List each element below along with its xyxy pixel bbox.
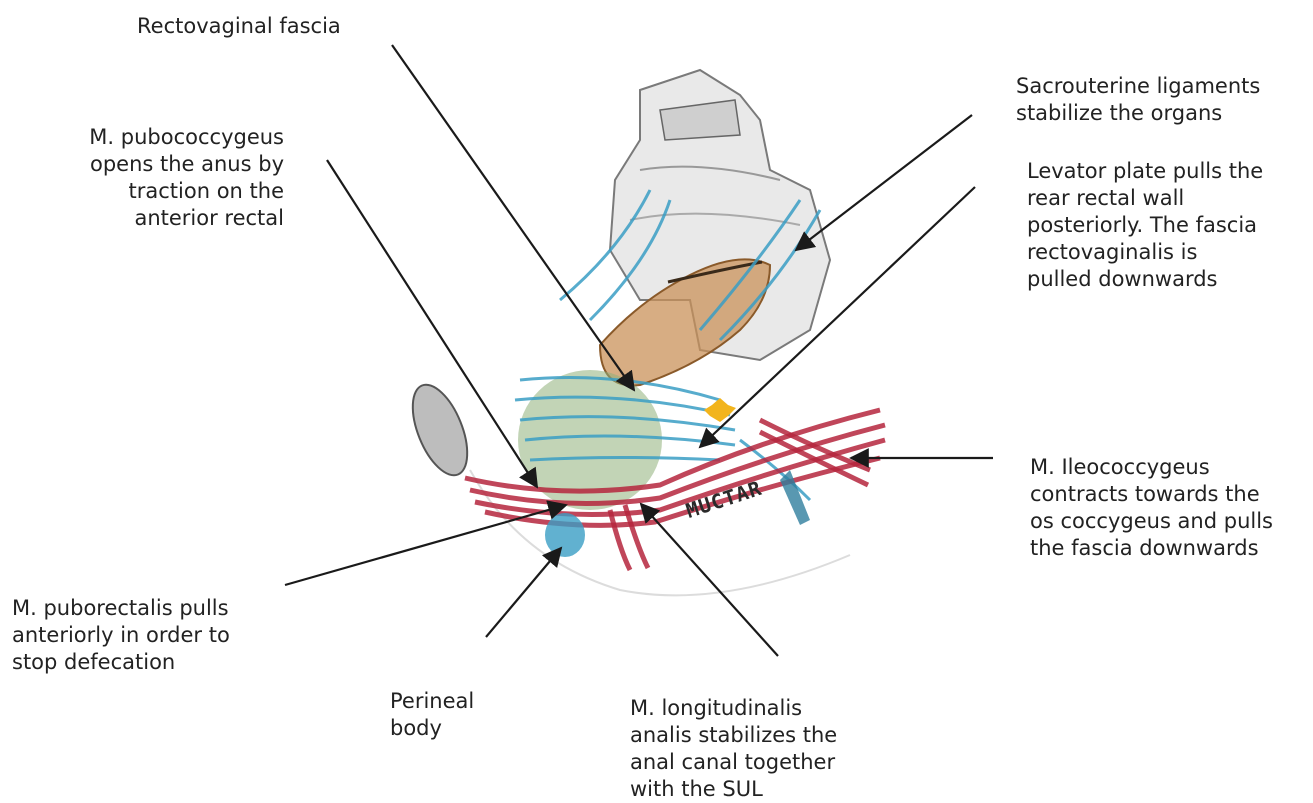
arrow-perineal-body [486,548,561,637]
label-puborectalis: M. puborectalis pulls anteriorly in orde… [12,595,230,676]
label-longitudinalis: M. longitudinalis analis stabilizes the … [630,695,837,803]
label-perineal-body: Perineal body [390,688,474,742]
arrow-puborectalis [285,505,566,585]
anatomical-sketch [402,70,885,595]
pubic-bone [402,377,479,482]
label-sacrouterine-ligaments: Sacrouterine ligaments stabilize the org… [1016,73,1260,127]
label-levator-plate: Levator plate pulls the rear rectal wall… [1027,158,1263,293]
label-rectovaginal-fascia: Rectovaginal fascia [137,13,341,40]
arrow-longitudinalis [641,504,778,656]
label-ileococcygeus: M. Ileococcygeus contracts towards the o… [1030,454,1273,562]
arrow-sacrouterine [796,115,972,250]
label-pubococcygeus: M. pubococcygeus opens the anus by tract… [24,124,284,232]
arrow-rectovaginal-fascia [392,45,634,390]
